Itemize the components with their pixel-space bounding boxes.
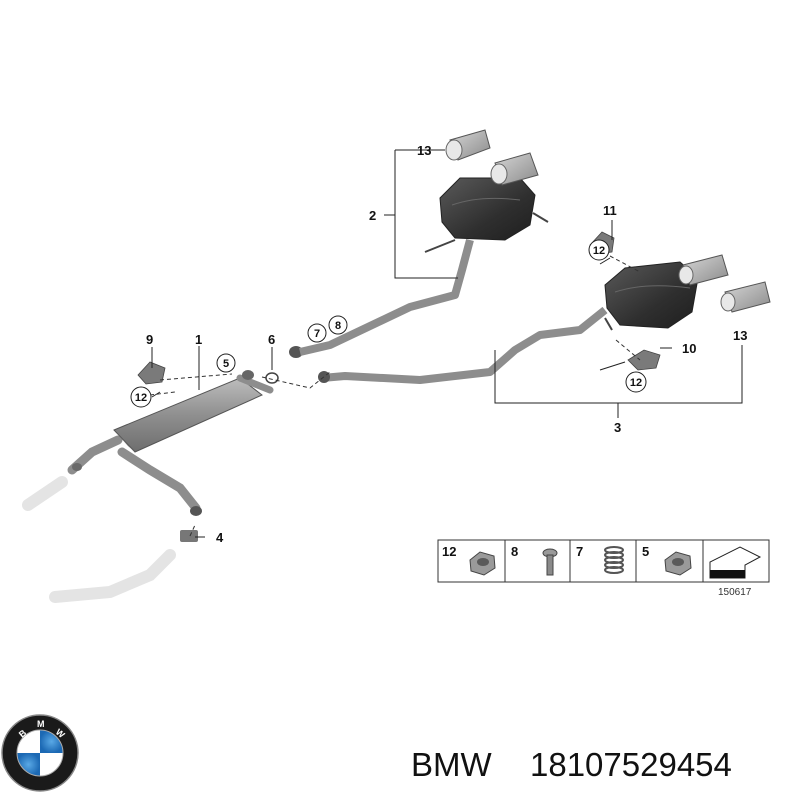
callout-1: 1 xyxy=(195,332,202,347)
circled-callout-5: 5 xyxy=(216,353,236,373)
rear-muffler-left xyxy=(299,177,549,356)
callout-4: 4 xyxy=(216,530,224,545)
callout-10: 10 xyxy=(682,341,696,356)
arrow-reference-icon xyxy=(709,546,762,579)
parts-legend: 12 8 7 5 xyxy=(437,539,770,583)
svg-text:8: 8 xyxy=(335,320,341,332)
connector-dashes xyxy=(149,255,641,537)
callout-11: 11 xyxy=(603,203,617,218)
nut-icon xyxy=(469,551,496,576)
circled-callout-8: 8 xyxy=(328,315,348,335)
spring-icon xyxy=(604,546,624,574)
svg-text:12: 12 xyxy=(593,245,605,257)
circled-callout-12-upper-right: 12 xyxy=(588,239,610,261)
part-number: 18107529454 xyxy=(530,746,732,783)
svg-text:7: 7 xyxy=(314,328,320,340)
callout-2: 2 xyxy=(369,208,376,223)
svg-text:B: B xyxy=(17,727,29,739)
circled-callout-12-lower-right: 12 xyxy=(625,371,647,393)
rear-muffler-right xyxy=(318,261,699,384)
svg-text:M: M xyxy=(37,719,45,729)
diagram-id: 150617 xyxy=(718,587,752,598)
front-muffler-assembly xyxy=(67,374,274,542)
svg-text:12: 12 xyxy=(630,377,642,389)
callout-13-right: 13 xyxy=(733,328,747,343)
leader-lines xyxy=(151,149,743,538)
svg-text:12: 12 xyxy=(135,392,147,404)
bmw-logo-icon: B M W xyxy=(1,714,79,792)
legend-label-8: 8 xyxy=(511,544,518,559)
callout-6: 6 xyxy=(268,332,275,347)
legend-label-5: 5 xyxy=(642,544,649,559)
circled-callout-12-left: 12 xyxy=(130,386,152,408)
callout-9: 9 xyxy=(146,332,153,347)
legend-label-12: 12 xyxy=(442,544,456,559)
ghost-front-pipes xyxy=(22,476,176,603)
tailpipe-tips xyxy=(445,129,771,313)
brand-label: BMW xyxy=(411,746,493,783)
bolt-icon xyxy=(542,548,558,576)
flange-nut-icon xyxy=(664,551,692,576)
legend-label-7: 7 xyxy=(576,544,583,559)
svg-text:5: 5 xyxy=(223,358,229,370)
callout-3: 3 xyxy=(614,420,621,435)
callout-13-left: 13 xyxy=(417,143,431,158)
circled-callout-7: 7 xyxy=(307,323,327,343)
hanger-bracket-9 xyxy=(137,361,166,385)
